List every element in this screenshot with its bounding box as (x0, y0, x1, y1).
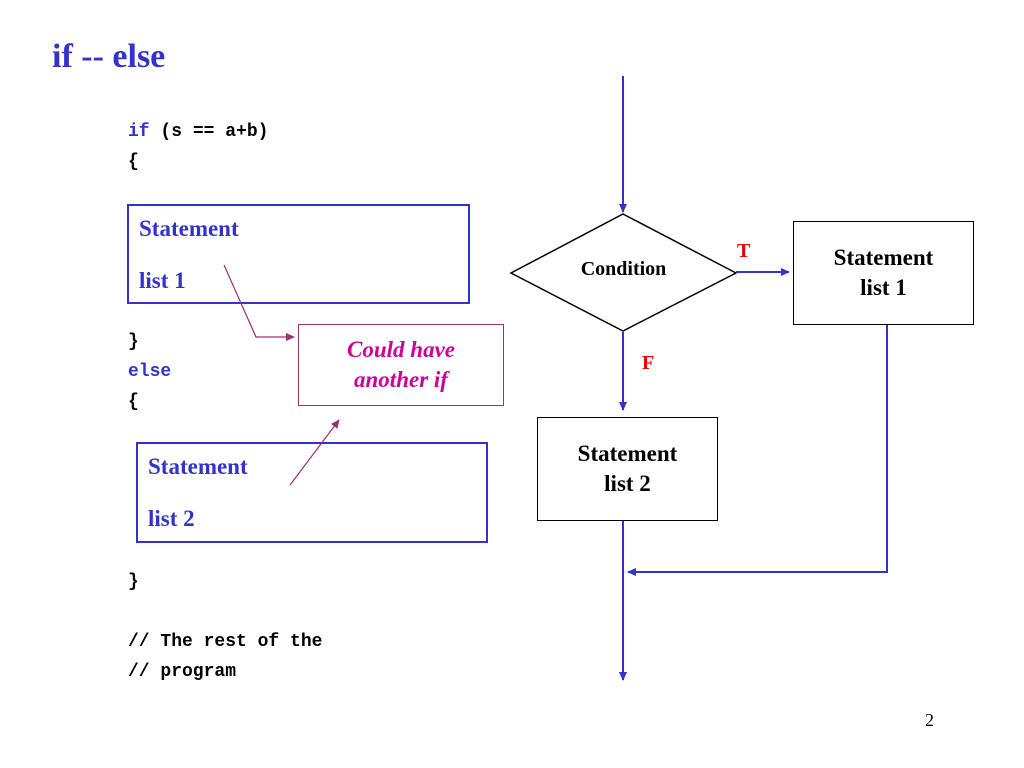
code-comment-line2: // program (128, 662, 237, 682)
code-close-brace-else: } (128, 572, 139, 592)
code-statement-list-2-box: Statement list 2 (136, 442, 488, 543)
code-statement-list-1-line1: Statement (139, 216, 239, 241)
code-statement-list-2-line2: list 2 (148, 506, 195, 531)
callout-line2: another if (354, 367, 448, 392)
code-close-brace: } (128, 332, 139, 352)
flow-statement-list-1-line2: list 1 (860, 275, 907, 300)
slide-title: if -- else (52, 38, 166, 75)
callout-line1: Could have (347, 337, 455, 362)
flow-statement-list-1-line1: Statement (833, 245, 934, 270)
flow-statement-list-1-box: Statement list 1 (793, 221, 974, 325)
condition-label: Condition (580, 258, 667, 280)
code-comment-line1: // The rest of the (128, 632, 323, 652)
code-if-keyword: if (128, 122, 150, 142)
flow-statement-list-2-box: Statement list 2 (537, 417, 718, 521)
false-label: F (642, 352, 655, 374)
true-label: T (737, 240, 751, 262)
condition-diamond (509, 213, 738, 332)
flow-statement-list-2-line2: list 2 (604, 471, 651, 496)
code-open-brace-else: { (128, 392, 139, 412)
stmt1-return-line (627, 325, 888, 576)
code-else-keyword: else (128, 362, 172, 382)
code-if-line: if (s == a+b) (128, 120, 268, 144)
code-statement-list-1-box: Statement list 1 (127, 204, 470, 304)
callout-pointer-from-list1 (223, 264, 295, 341)
code-statement-list-2-line1: Statement (148, 454, 248, 479)
code-if-condition: (s == a+b) (149, 122, 269, 142)
flow-statement-list-2-line1: Statement (577, 441, 678, 466)
callout-pointer-from-list2 (289, 419, 340, 486)
page-number: 2 (925, 710, 934, 730)
callout-box: Could have another if (298, 324, 504, 406)
code-statement-list-1-line2: list 1 (139, 268, 186, 293)
code-open-brace: { (128, 152, 139, 172)
